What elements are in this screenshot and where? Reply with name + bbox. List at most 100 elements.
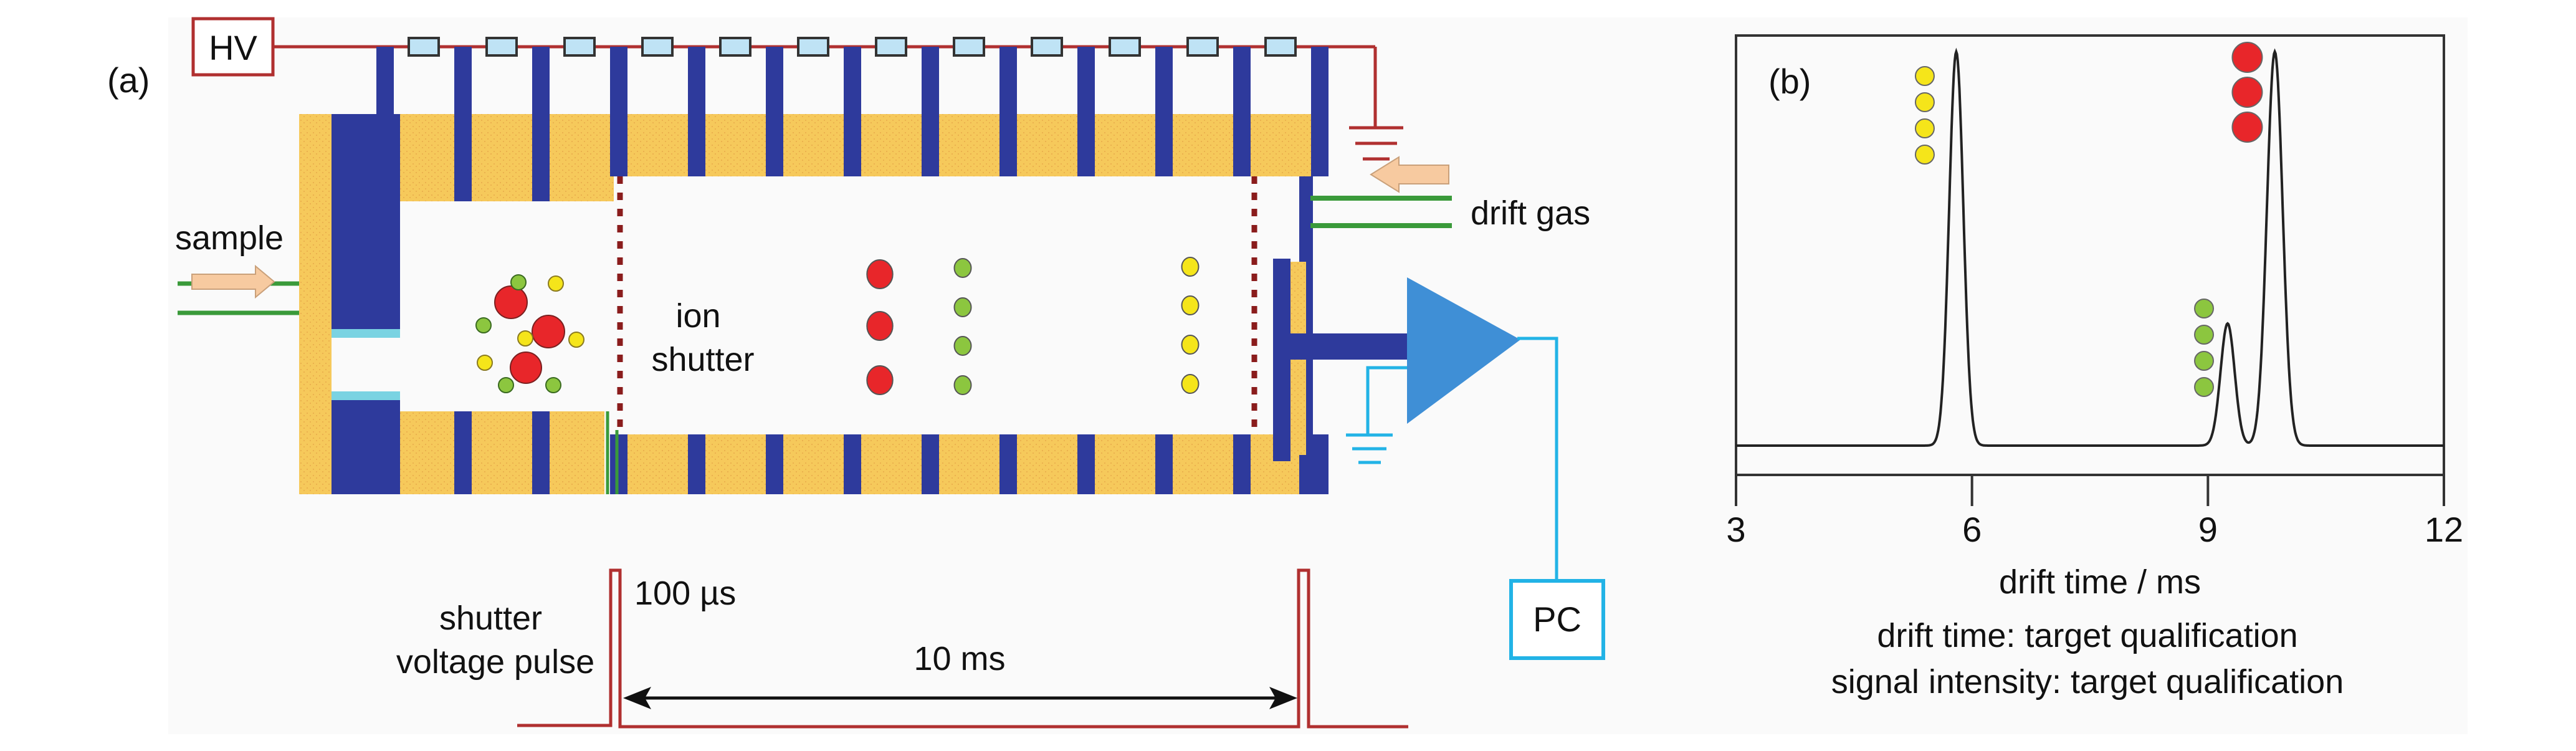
repeller-electrode-top [332,114,400,329]
spectrum-line [1736,47,2444,447]
green-ion-icon [953,336,972,356]
resistor-icon [563,37,596,57]
resistor-chain [273,37,1375,57]
green-ion-marker [2194,351,2215,371]
red-ion-icon [866,311,894,341]
repeller-electrode-bottom [332,399,400,494]
ion-source-top [332,329,400,338]
ring-electrode-bottom [1077,434,1095,494]
ring-electrode-bottom [610,434,627,494]
faraday-detector [1273,259,1409,461]
ring-electrode-bottom [766,434,783,494]
red-ion-marker [2231,42,2263,73]
green-ion-marker [2194,299,2215,318]
ring-electrode-top [766,47,783,176]
red-ion-icon [510,352,542,384]
yellow-ion-marker [1914,145,1935,165]
ring-electrode-bottom [999,434,1017,494]
ring-electrode-top [1155,47,1173,176]
sample-inlet: sample [175,219,299,315]
x-tick-label: 9 [2198,510,2218,549]
resistor-icon [953,37,985,57]
resistor-icon [719,37,751,57]
ring-electrode-bottom [532,411,550,494]
green-ion-icon [510,274,527,290]
plot-frame [1735,34,2445,476]
ring-electrode-top [922,47,939,176]
ring-electrode-bottom [688,434,705,494]
red-ion-icon [866,365,894,395]
ring-electrode-top [1233,47,1251,176]
pc-label: PC [1533,600,1581,639]
panel-b-label: (b) [1768,62,1811,101]
yellow-ion-icon [568,332,584,348]
red-ion-marker [2231,112,2263,143]
drift-gas-label: drift gas [1471,194,1590,232]
sample-molecule-cluster [475,274,584,393]
ring-electrode-top [688,47,705,176]
red-ion-icon [532,315,565,348]
sample-label: sample [175,219,284,257]
shutter-pulse-label: shutter voltage pulse [396,600,594,681]
pulse-width-label: 100 µs [634,575,736,612]
ring-electrode-top [844,47,861,176]
drifting-ions [866,257,1200,395]
signal-wiring [1346,337,1558,580]
x-tick-label: 12 [2425,510,2463,549]
panel-b-background [1686,17,2468,734]
red-ion-icon [866,259,894,289]
green-ion-marker [2194,377,2215,397]
yellow-ion-icon [1181,335,1200,355]
x-tick-label: 3 [1726,510,1745,549]
bottom-insulator [616,434,1312,494]
yellow-ion-icon [517,330,533,347]
ring-electrode-bottom [1155,434,1173,494]
green-ion-icon [545,377,561,393]
ring-electrode-top [454,47,472,201]
resistor-icon [1186,37,1219,57]
ring-electrode-top [376,47,394,114]
ring-electrode-top [610,47,627,176]
red-ion-marker [2231,77,2263,108]
red-ion-icon [494,285,528,319]
caption-line-2: signal intensity: target qualification [1831,663,2344,701]
green-ion-icon [953,297,972,317]
yellow-ion-marker [1914,66,1935,86]
caption-line-1: drift time: target qualification [1877,617,2297,654]
ring-electrode-top [532,47,550,201]
resistor-icon [485,37,518,57]
resistor-icon [875,37,907,57]
ring-electrode-bottom [922,434,939,494]
ion-shutter-label: ion shutter [651,297,754,378]
yellow-ion-icon [1181,257,1200,277]
ground-icon-hv [1349,47,1403,161]
yellow-ion-icon [548,275,564,292]
bottom-insulator-ionization [399,411,604,494]
yellow-ion-icon [477,355,493,371]
ring-electrode-bottom [1233,434,1251,494]
ring-electrode-bottom [454,411,472,494]
x-tick-label: 6 [1962,510,1982,549]
drift-gas-inlet: drift gas [1310,156,1590,232]
arrowhead-left-icon [623,687,651,709]
resistor-icon [1109,37,1141,57]
resistor-icon [1264,37,1297,57]
drift-gas-arrow-icon [1370,156,1449,193]
ring-electrode-top [999,47,1017,176]
ring-electrode-bottom [1311,434,1329,494]
shutter-pulse-waveform: 100 µs 10 ms shutter voltage pulse [396,568,1408,729]
yellow-ion-icon [1181,374,1200,394]
yellow-ion-icon [1181,295,1200,315]
green-ion-icon [953,375,972,395]
yellow-ion-marker [1914,118,1935,138]
resistor-icon [1031,37,1063,57]
left-insulator [299,114,332,494]
amplifier-icon [1407,277,1520,424]
green-ion-icon [498,377,514,393]
arrowhead-right-icon [1269,687,1297,709]
hv-label: HV [209,28,257,67]
shutter-grids [617,176,1257,434]
pulse-period-label: 10 ms [914,640,1005,677]
